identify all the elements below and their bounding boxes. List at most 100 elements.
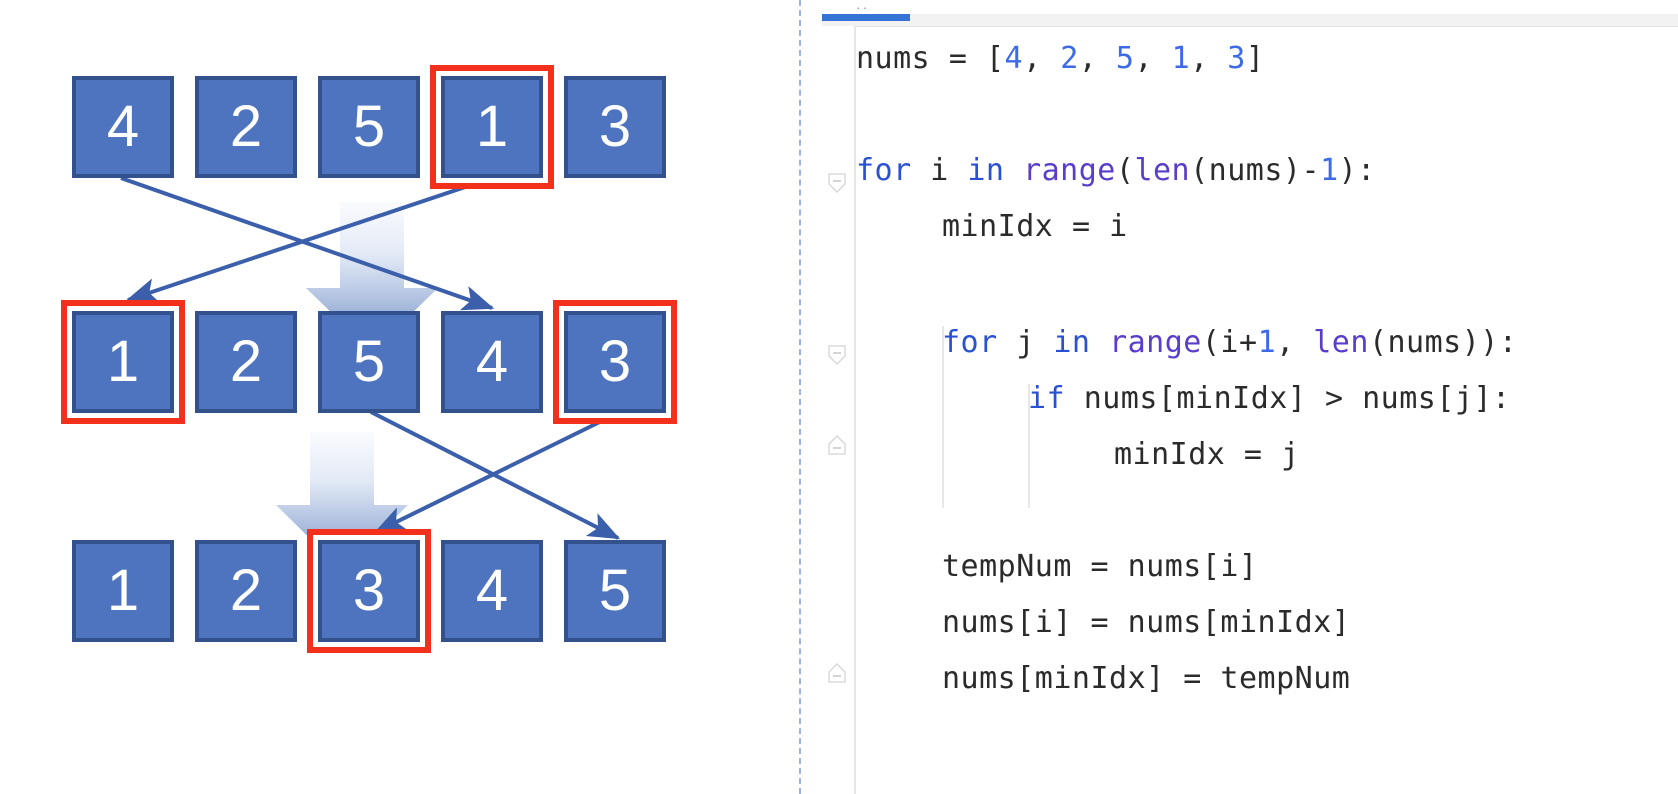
code-token: minIdx <box>942 209 1072 244</box>
code-token: i <box>930 153 968 188</box>
array-cell-value: 4 <box>475 329 509 394</box>
code-token: for <box>856 153 931 188</box>
array-cell-value: 5 <box>352 94 386 159</box>
code-token: i <box>1109 209 1128 244</box>
array-cell-value: 5 <box>598 558 632 623</box>
code-token: nums[minIdx] > nums[j]: <box>1083 381 1511 416</box>
indent-guide <box>1028 384 1030 508</box>
code-line[interactable]: for j in range(i+1, len(nums)): <box>942 314 1517 372</box>
code-token: 1 <box>1171 41 1191 76</box>
code-token: j <box>1016 325 1054 360</box>
code-token: , <box>1078 41 1116 76</box>
editor-gutter[interactable] <box>822 26 856 794</box>
code-token: len <box>1134 153 1191 188</box>
array-cell[interactable]: 4 <box>441 311 543 413</box>
array-cell[interactable]: 5 <box>564 540 666 642</box>
array-cell-value: 5 <box>352 329 386 394</box>
array-cell-value: 3 <box>352 558 386 623</box>
fold-open-icon[interactable] <box>827 172 849 194</box>
code-token: 2 <box>1060 41 1079 76</box>
code-token: 1 <box>1257 325 1277 360</box>
panel-divider <box>799 0 801 794</box>
code-line[interactable]: nums[minIdx] = tempNum <box>942 650 1350 708</box>
fold-close-icon[interactable] <box>827 434 849 456</box>
indent-guide <box>942 326 944 508</box>
swap-arrow-group-1 <box>120 176 495 311</box>
array-cell[interactable]: 5 <box>318 311 420 413</box>
code-token: range <box>1023 153 1116 188</box>
array-cell-value: 3 <box>598 329 632 394</box>
array-cell-value: 2 <box>229 329 263 394</box>
editor-tab-bar[interactable]: ·· <box>822 0 1678 27</box>
code-line[interactable]: tempNum = nums[i] <box>942 538 1258 596</box>
code-token: ( <box>1115 153 1135 188</box>
array-cell[interactable]: 4 <box>72 76 174 178</box>
array-cell-highlighted[interactable]: 1 <box>61 300 185 424</box>
array-row-pass-1: 1 2 5 4 3 <box>61 300 677 424</box>
code-token: 1 <box>1320 153 1339 188</box>
array-cell-value: 4 <box>475 558 509 623</box>
code-line[interactable]: for i in range(len(nums)-1): <box>856 142 1376 200</box>
code-token: 4 <box>1004 41 1024 76</box>
array-cell-highlighted[interactable]: 3 <box>553 300 677 424</box>
code-token: nums <box>856 41 949 76</box>
code-token: range <box>1109 325 1202 360</box>
array-cell-value: 1 <box>106 329 140 394</box>
swap-arrow-3-to-index-2 <box>373 410 621 534</box>
array-cell-highlighted[interactable]: 3 <box>307 529 431 653</box>
code-token: in <box>1053 325 1110 360</box>
array-cell[interactable]: 4 <box>441 540 543 642</box>
code-token: - <box>1301 153 1321 188</box>
array-cell[interactable]: 3 <box>564 76 666 178</box>
code-token: in <box>967 153 1024 188</box>
code-text-area[interactable]: nums = [4, 2, 5, 1, 3] for i in range(le… <box>856 26 1678 794</box>
code-token: (nums) <box>1190 153 1302 188</box>
code-token: = <box>1071 209 1110 244</box>
fold-close-icon[interactable] <box>827 662 849 684</box>
array-cell-value: 1 <box>106 558 140 623</box>
array-cell-highlighted[interactable]: 1 <box>430 65 554 189</box>
code-token: (nums)): <box>1368 325 1518 360</box>
code-line[interactable]: minIdx = i <box>942 198 1128 256</box>
array-cell[interactable]: 1 <box>72 540 174 642</box>
code-token: ): <box>1338 153 1376 188</box>
fold-open-icon[interactable] <box>827 344 849 366</box>
array-cell-value: 2 <box>229 558 263 623</box>
array-cell[interactable]: 2 <box>195 540 297 642</box>
array-cell-value: 3 <box>598 94 632 159</box>
code-token: [ <box>985 41 1005 76</box>
swap-arrow-1-to-index-0 <box>125 176 493 303</box>
editor-active-tab-indicator[interactable] <box>822 14 910 21</box>
code-token: if <box>1028 381 1084 416</box>
code-line[interactable]: minIdx = j <box>1114 426 1300 484</box>
code-token: ] <box>1245 41 1265 76</box>
code-token: nums[i] = nums[minIdx] <box>942 605 1351 640</box>
array-cell[interactable]: 5 <box>318 76 420 178</box>
code-token: for <box>942 325 1017 360</box>
code-token: 5 <box>1115 41 1135 76</box>
selection-sort-diagram: 4 2 5 1 3 1 2 5 <box>0 0 799 794</box>
code-token: , <box>1276 325 1314 360</box>
array-row-initial: 4 2 5 1 3 <box>72 65 666 189</box>
swap-arrow-4-to-index-4 <box>120 176 495 311</box>
code-token: , <box>1023 41 1061 76</box>
code-token: (i+ <box>1201 325 1258 360</box>
code-token: len <box>1313 325 1369 360</box>
editor-tab-overflow-dots[interactable]: ·· <box>856 0 870 15</box>
code-line[interactable]: nums[i] = nums[minIdx] <box>942 594 1350 652</box>
code-token: , <box>1134 41 1172 76</box>
array-cell[interactable]: 2 <box>195 76 297 178</box>
array-cell[interactable]: 2 <box>195 311 297 413</box>
code-line[interactable]: if nums[minIdx] > nums[j]: <box>1028 370 1511 428</box>
code-token: = <box>948 41 986 76</box>
swap-arrow-group-2 <box>370 410 621 540</box>
code-token: nums[minIdx] = tempNum <box>942 661 1351 696</box>
array-cell-value: 1 <box>475 94 509 159</box>
code-token: tempNum = nums[i] <box>942 549 1258 584</box>
code-line[interactable]: nums = [4, 2, 5, 1, 3] <box>856 30 1264 88</box>
code-editor-panel: ·· nums = <box>822 0 1678 794</box>
code-token: , <box>1190 41 1228 76</box>
code-token: 3 <box>1227 41 1246 76</box>
array-cell-value: 4 <box>106 94 140 159</box>
